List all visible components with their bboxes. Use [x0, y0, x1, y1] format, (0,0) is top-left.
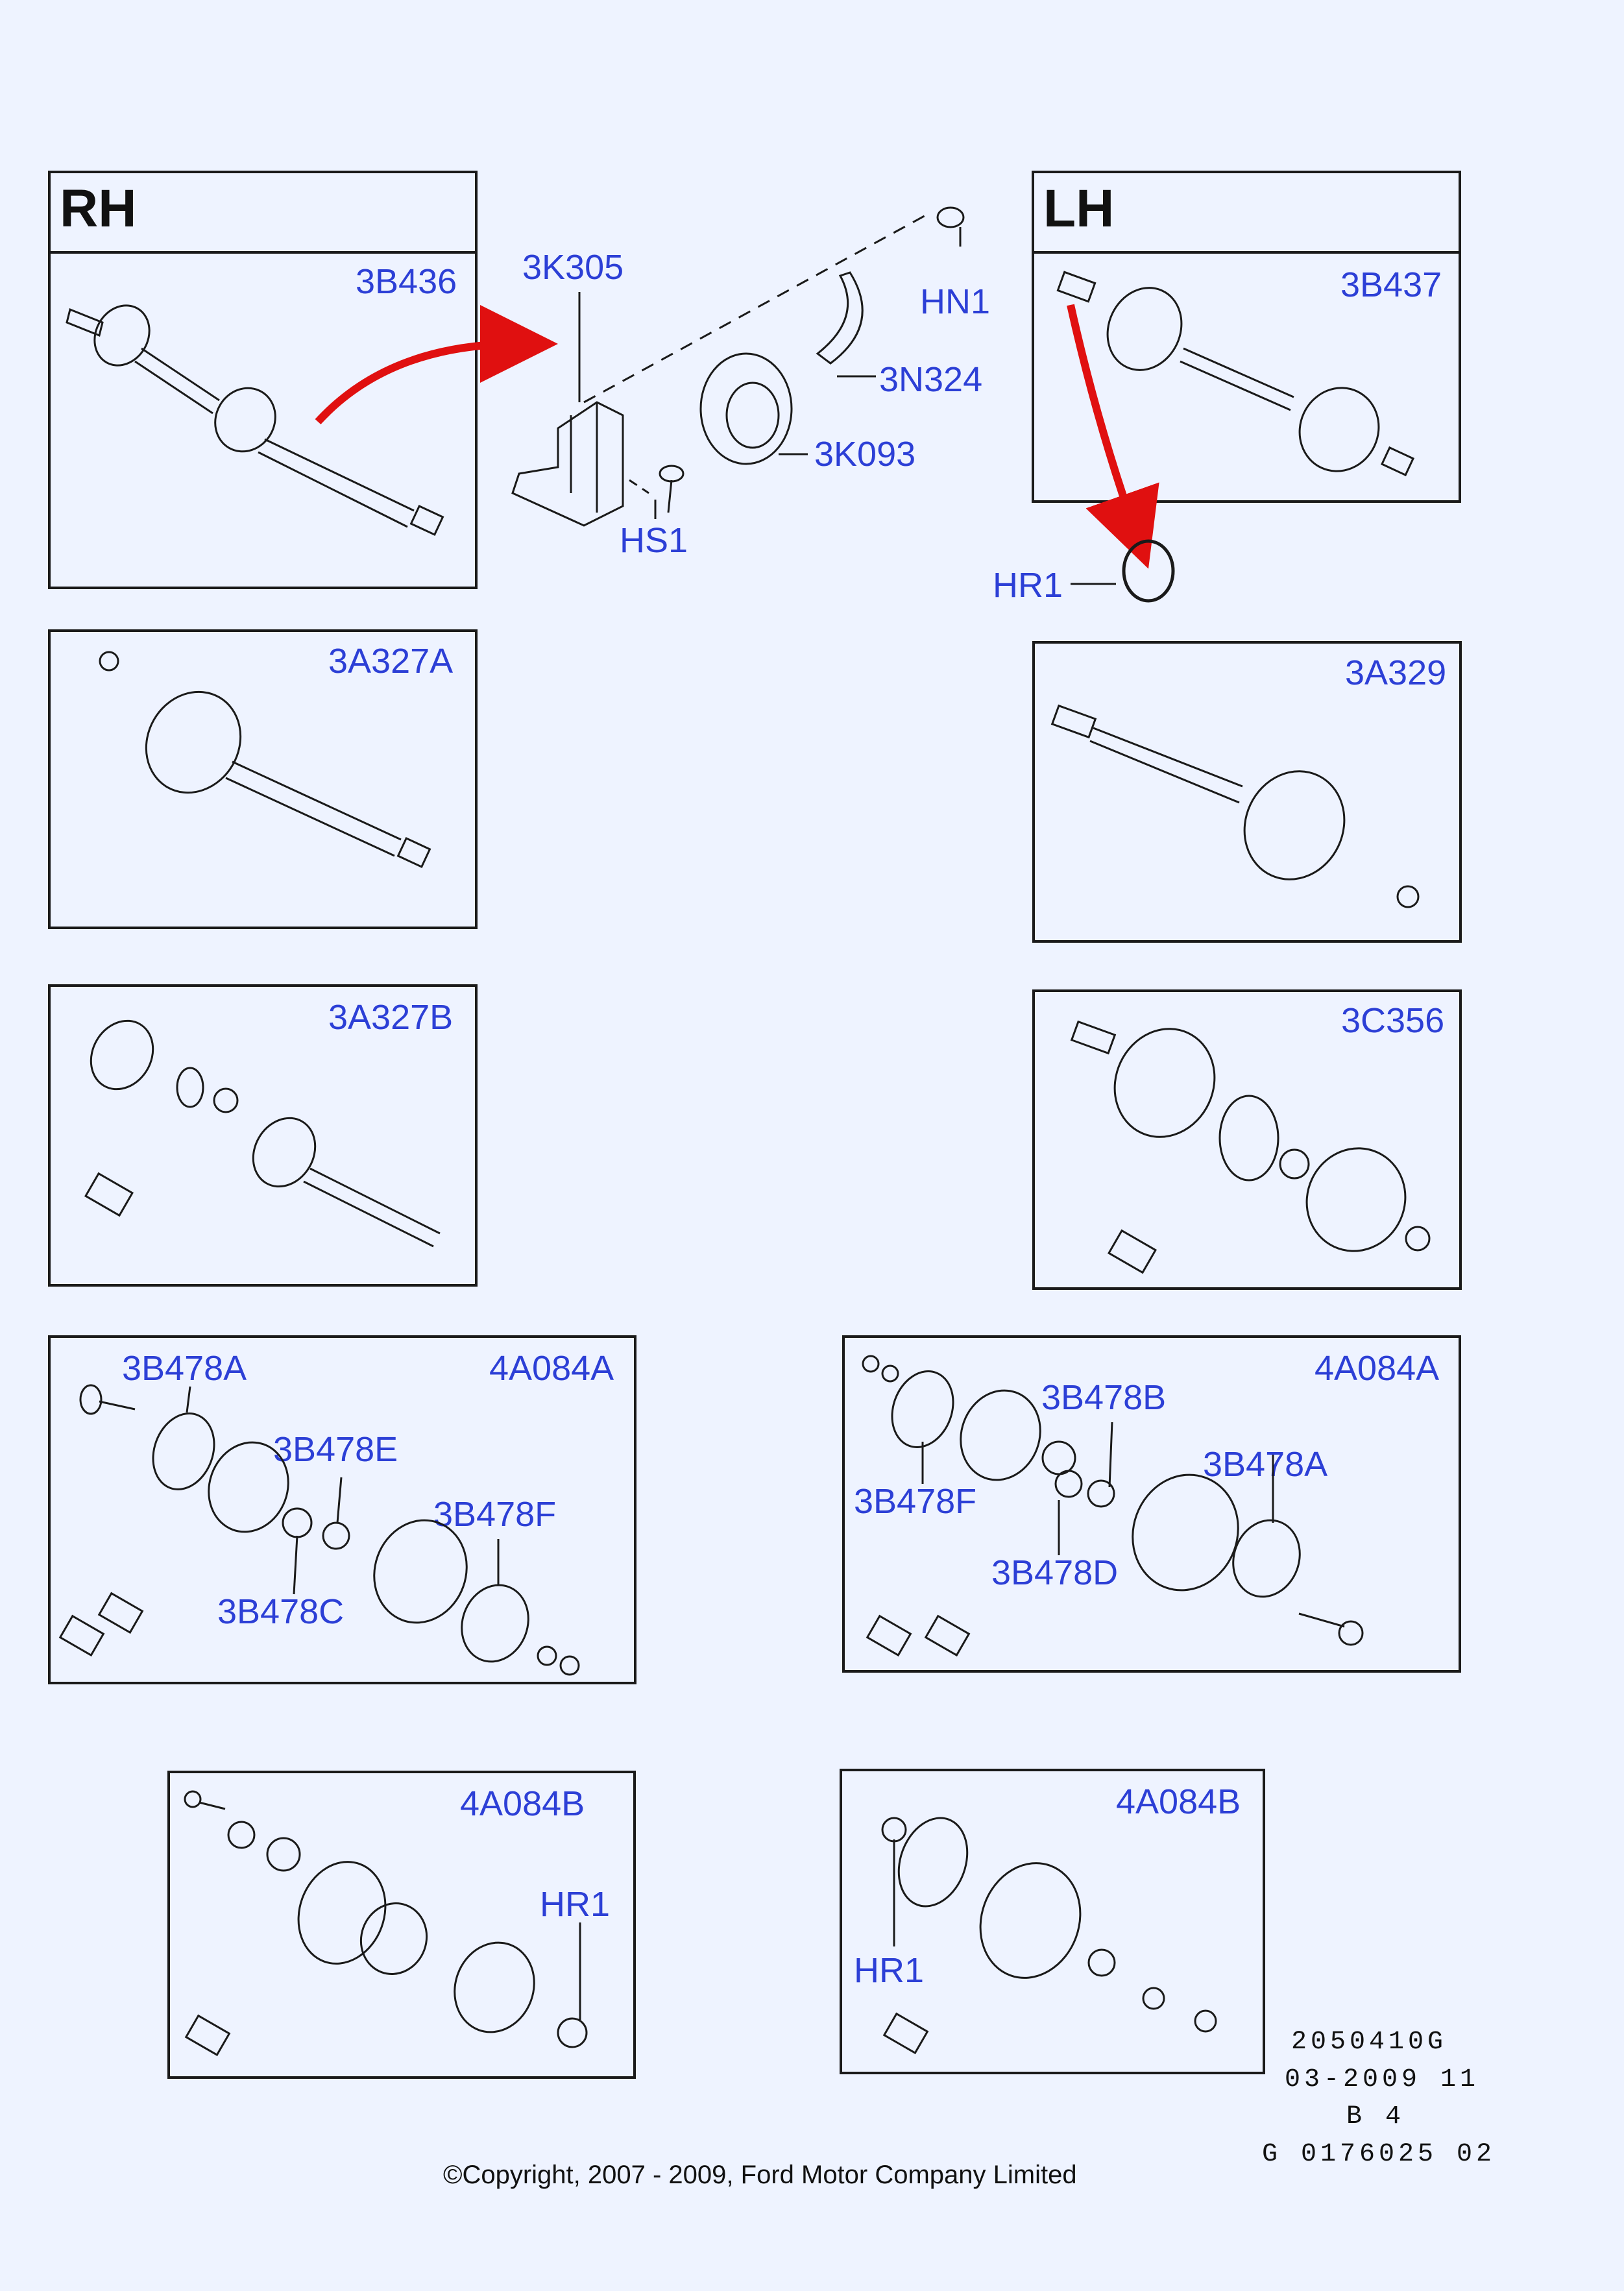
kit-rh-label-3b478c: 3B478C [217, 1592, 345, 1631]
bracket-3k305-shape [511, 401, 624, 527]
label-3k093: 3K093 [814, 435, 916, 474]
footer-code: G 0176025 02 [1262, 2140, 1496, 2169]
label-hs1: HS1 [620, 521, 688, 560]
nut-hn1-shape [936, 206, 965, 228]
lh-part-label: 3B437 [1340, 265, 1442, 304]
panel-3a327b-drawing [84, 1019, 441, 1248]
panel-3a329-label: 3A329 [1345, 653, 1447, 692]
footer-copyright: ©Copyright, 2007 - 2009, Ford Motor Comp… [443, 2161, 1077, 2189]
boot-4a084b-rh: 4A084B HR1 [167, 1771, 636, 2079]
ring-hr1-shape [1122, 539, 1175, 603]
kit-4a084a-lh: 4A084A 3B478B 3B478A 3B478F 3B478D [842, 1335, 1461, 1673]
boot-4a084b-lh: 4A084B HR1 [840, 1769, 1265, 2074]
lh-driveshaft-drawing [1056, 271, 1415, 477]
lh-side-label: LH [1043, 179, 1115, 238]
kit-4a084a-rh: 4A084A 3B478A 3B478E 3B478F 3B478C [48, 1335, 636, 1684]
panel-3a327b-label: 3A327B [328, 998, 454, 1037]
rh-red-arrow [315, 305, 558, 425]
label-hr1: HR1 [993, 566, 1063, 605]
boot-rh-drawing [184, 1790, 588, 2057]
panel-3a327a-drawing [99, 651, 431, 869]
boot-lh-part-label: 4A084B [1116, 1782, 1241, 1821]
kit-rh-label-3b478f: 3B478F [433, 1495, 557, 1534]
kit-rh-drawing [58, 1384, 580, 1676]
rh-driveshaft-drawing [66, 304, 444, 537]
kit-lh-drawing [862, 1355, 1364, 1657]
rh-panel-header: RH [51, 173, 475, 254]
kit-rh-label-3b478a: 3B478A [122, 1349, 247, 1388]
strap-3n324-shape [816, 271, 864, 365]
kit-lh-label-3b478d: 3B478D [991, 1553, 1119, 1592]
rh-panel: RH 3B436 [48, 171, 478, 589]
footer-ref: 2050410G [1291, 2028, 1448, 2057]
kit-rh-label-3b478e: 3B478E [273, 1430, 398, 1469]
boot-lh-drawing [881, 1817, 1217, 2055]
footer-grid: B 4 [1346, 2102, 1405, 2131]
panel-3a329-drawing [1050, 704, 1420, 908]
label-3k305: 3K305 [522, 248, 624, 287]
boot-rh-hr1-label: HR1 [540, 1885, 611, 1924]
panel-3a329: 3A329 [1032, 641, 1462, 943]
lh-red-arrow [1067, 304, 1159, 569]
kit-lh-part-label: 4A084A [1315, 1349, 1440, 1388]
panel-3c356-label: 3C356 [1341, 1001, 1445, 1040]
boot-rh-part-label: 4A084B [460, 1784, 585, 1823]
kit-lh-label-3b478f: 3B478F [854, 1482, 977, 1521]
lh-panel: LH 3B437 [1032, 171, 1461, 503]
panel-3a327a: 3A327A [48, 629, 478, 929]
footer-date: 03-2009 11 [1285, 2065, 1480, 2094]
bearing-3k093-outer [699, 352, 793, 465]
lh-panel-header: LH [1034, 173, 1459, 254]
kit-lh-label-3b478b: 3B478B [1041, 1378, 1167, 1417]
label-3n324: 3N324 [879, 360, 983, 399]
panel-3a327a-label: 3A327A [328, 642, 454, 681]
bolt-hs1-shape [659, 465, 685, 513]
kit-rh-part-label: 4A084A [489, 1349, 614, 1388]
panel-3c356-drawing [1070, 1020, 1431, 1274]
boot-lh-hr1-label: HR1 [854, 1951, 925, 1990]
label-hn1: HN1 [920, 282, 991, 321]
rh-side-label: RH [60, 179, 137, 238]
panel-3a327b: 3A327B [48, 984, 478, 1287]
panel-3c356: 3C356 [1032, 989, 1462, 1290]
kit-lh-label-3b478a: 3B478A [1203, 1445, 1328, 1484]
rh-part-label: 3B436 [356, 262, 457, 301]
